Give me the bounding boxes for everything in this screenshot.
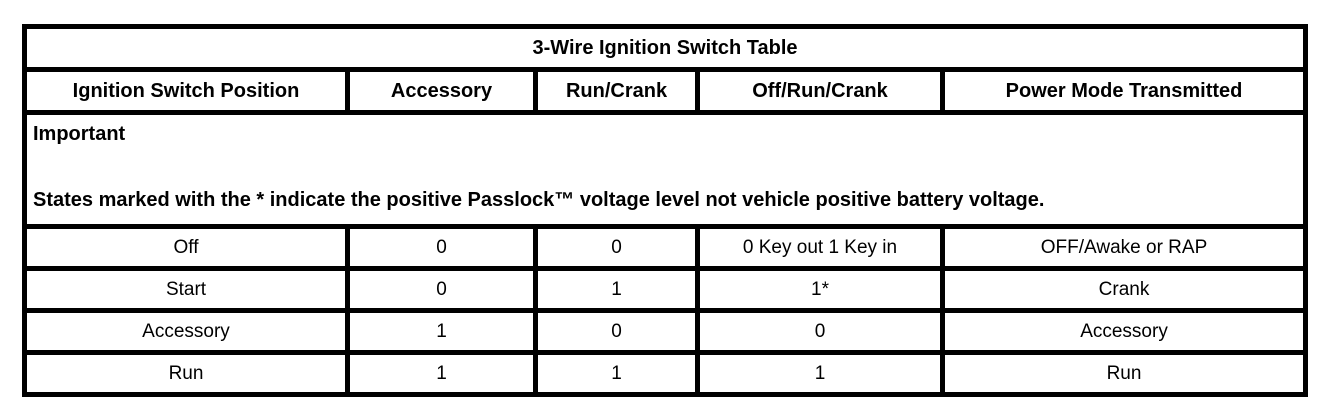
ignition-switch-table: 3-Wire Ignition Switch Table Ignition Sw… bbox=[21, 24, 1309, 397]
cell-accessory: 1 bbox=[345, 350, 538, 397]
important-note-body: States marked with the * indicate the po… bbox=[33, 189, 1045, 211]
cell-power-mode: Crank bbox=[939, 266, 1309, 313]
cell-position: Start bbox=[22, 266, 350, 313]
table-title: 3-Wire Ignition Switch Table bbox=[21, 24, 1309, 72]
cell-off-run-crank: 1* bbox=[695, 266, 945, 313]
header-run-crank: Run/Crank bbox=[533, 67, 700, 115]
cell-position: Off bbox=[22, 224, 350, 271]
cell-power-mode: Accessory bbox=[939, 308, 1309, 355]
cell-accessory: 1 bbox=[345, 308, 538, 355]
header-accessory: Accessory bbox=[345, 67, 538, 115]
important-note-heading: Important bbox=[33, 123, 126, 145]
table-title-row: 3-Wire Ignition Switch Table bbox=[21, 24, 1309, 72]
table-row-run: Run 1 1 1 Run bbox=[22, 350, 1309, 397]
cell-off-run-crank: 0 bbox=[695, 308, 945, 355]
cell-power-mode: Run bbox=[939, 350, 1309, 397]
header-off-run-crank: Off/Run/Crank bbox=[695, 67, 945, 115]
cell-power-mode: OFF/Awake or RAP bbox=[939, 224, 1309, 271]
cell-run-crank: 0 bbox=[533, 308, 700, 355]
cell-position: Run bbox=[22, 350, 350, 397]
cell-off-run-crank: 1 bbox=[695, 350, 945, 397]
cell-run-crank: 0 bbox=[533, 224, 700, 271]
table-row-start: Start 0 1 1* Crank bbox=[22, 266, 1309, 313]
important-note-row: Important States marked with the * indic… bbox=[21, 110, 1309, 229]
table-row-off: Off 0 0 0 Key out 1 Key in OFF/Awake or … bbox=[22, 224, 1309, 271]
cell-accessory: 0 bbox=[345, 266, 538, 313]
table-row-accessory: Accessory 1 0 0 Accessory bbox=[22, 308, 1309, 355]
header-ignition-switch-position: Ignition Switch Position bbox=[22, 67, 350, 115]
cell-run-crank: 1 bbox=[533, 350, 700, 397]
cell-position: Accessory bbox=[22, 308, 350, 355]
table-header-row: Ignition Switch Position Accessory Run/C… bbox=[22, 67, 1309, 115]
cell-run-crank: 1 bbox=[533, 266, 700, 313]
important-note-cell: Important States marked with the * indic… bbox=[21, 110, 1309, 229]
cell-accessory: 0 bbox=[345, 224, 538, 271]
header-power-mode-transmitted: Power Mode Transmitted bbox=[939, 67, 1309, 115]
cell-off-run-crank: 0 Key out 1 Key in bbox=[695, 224, 945, 271]
